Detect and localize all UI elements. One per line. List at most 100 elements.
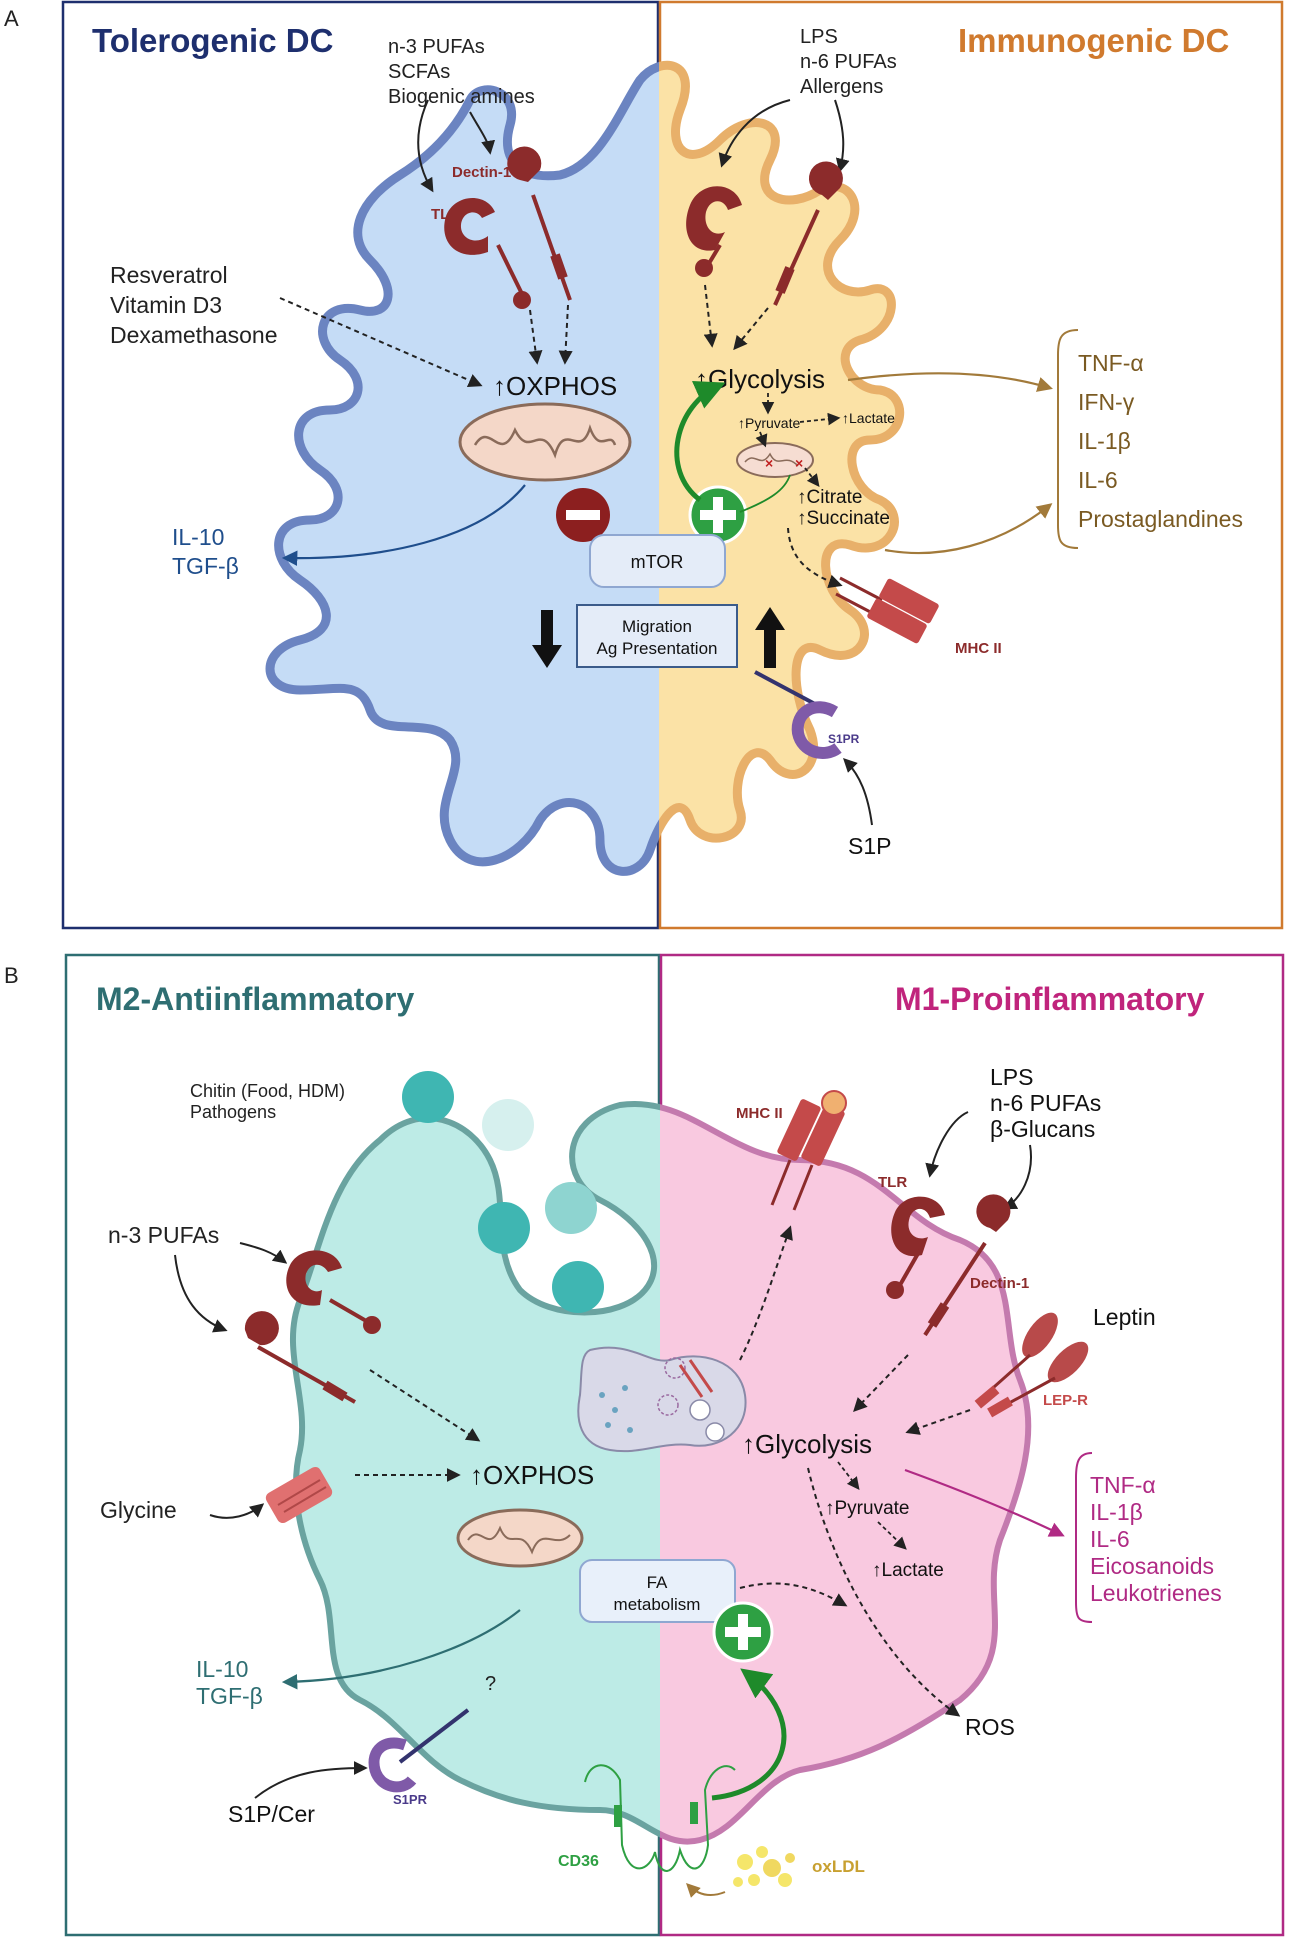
glycolysis-label-b: ↑Glycolysis	[742, 1429, 872, 1459]
panel-a-letter: A	[4, 6, 19, 31]
m2-title: M2-Antiinflammatory	[96, 981, 414, 1017]
arrow-succinate-mhc	[787, 527, 843, 589]
il10-label-a: IL-10	[172, 524, 224, 550]
output-tnfa-b: TNF-α	[1090, 1472, 1156, 1498]
lactate-label-a: ↑Lactate	[842, 410, 895, 426]
mtor-box	[589, 534, 726, 588]
oxphos-label-a: ↑OXPHOS	[493, 371, 617, 401]
arrow-dectin-oxphos-left	[558, 304, 573, 365]
particle-3	[478, 1202, 530, 1254]
citrate-label: ↑Citrate	[797, 487, 862, 508]
plus-icon-b	[712, 1601, 774, 1663]
arrow-lepr-glycolysis	[905, 1409, 971, 1435]
arrow-pyruvate-lactate-a	[799, 412, 841, 426]
oxldl-particles	[733, 1846, 795, 1887]
leptin-label: Leptin	[1093, 1304, 1156, 1330]
particles	[402, 1071, 604, 1313]
oxphos-label-b: ↑OXPHOS	[470, 1460, 594, 1490]
arrow-n3-dectin-b	[174, 1254, 228, 1333]
arrow-glycolysis-cytokines	[847, 372, 1053, 392]
mitochondrion-right: × ×	[736, 442, 814, 478]
arrow-oxldl-cd36	[686, 1883, 726, 1898]
right-outputs-b: TNF-α IL-1β IL-6 Eicosanoids Leukotriene…	[1090, 1472, 1222, 1606]
block-mark-2: ×	[795, 455, 803, 471]
arrow-fa-glycolysis	[739, 1582, 848, 1607]
output-eicosanoids: Eicosanoids	[1090, 1553, 1214, 1579]
output-ifng-a: IFN-γ	[1078, 389, 1135, 415]
drug-dexamethasone: Dexamethasone	[110, 322, 278, 348]
output-il1b-b: IL-1β	[1090, 1499, 1143, 1525]
arrow-il10-left-a	[281, 484, 526, 566]
stimulus-lps: LPS	[800, 26, 838, 48]
output-prostaglandines: Prostaglandines	[1078, 506, 1243, 532]
arrow-left-stimuli-dectin	[469, 111, 496, 155]
mhc2-label-b: MHC II	[736, 1105, 783, 1122]
arrow-left-stimuli-tlr	[417, 99, 434, 193]
bracket-right-outputs-a	[1057, 329, 1079, 549]
question-label: ?	[485, 1673, 496, 1695]
up-arrow-icon	[755, 607, 785, 668]
m1-stimulus-n6: n-6 PUFAs	[990, 1090, 1101, 1116]
mitochondrion-m2	[456, 1508, 584, 1568]
mitochondrion-left	[458, 402, 632, 482]
s1p-label: S1P	[848, 833, 891, 859]
minus-icon	[556, 488, 610, 542]
n3-label-b: n-3 PUFAs	[108, 1222, 219, 1248]
s1pr-label-a: S1PR	[828, 732, 860, 746]
fa-metabolism-box	[579, 1559, 736, 1623]
dectin1-receptor-m2	[244, 1311, 356, 1404]
arrow-succinate-cytokines	[884, 503, 1053, 555]
tlr-label-b: TLR	[878, 1174, 907, 1191]
stimulus-n3: n-3 PUFAs	[388, 36, 485, 58]
tlr-receptor-left	[444, 198, 531, 309]
pyruvate-label-b: ↑Pyruvate	[825, 1498, 909, 1519]
arrow-receptors-oxphos-b	[369, 1369, 481, 1442]
mhc2-label-a: MHC II	[955, 640, 1002, 657]
tolerogenic-title: Tolerogenic DC	[92, 22, 333, 59]
drug-list: Resveratrol Vitamin D3 Dexamethasone	[110, 262, 278, 348]
green-arrow-cd36-fa	[711, 1668, 787, 1801]
mhc2-receptor-a	[835, 576, 939, 644]
immunogenic-title: Immunogenic DC	[958, 22, 1229, 59]
fa-label: FA	[647, 1573, 668, 1592]
particle-4	[545, 1182, 597, 1234]
arrow-tlr-glycolysis	[703, 284, 718, 348]
arrow-right-stimuli-tlr	[718, 99, 791, 168]
left-stimuli: n-3 PUFAs SCFAs Biogenic amines	[388, 36, 535, 108]
dectin1-receptor-right	[773, 161, 843, 306]
arrow-glycolysis-ros	[807, 1467, 961, 1717]
arrow-n3-tlr-b	[239, 1242, 288, 1264]
output-il1b-a: IL-1β	[1078, 428, 1131, 454]
chitin-label: Chitin (Food, HDM)	[190, 1081, 345, 1101]
pyruvate-label-a: ↑Pyruvate	[738, 415, 800, 431]
green-arrow-mtor-glycolysis	[674, 381, 726, 502]
right-outputs-a: TNF-α IFN-γ IL-1β IL-6 Prostaglandines	[1078, 350, 1243, 532]
m1-stimulus-glucans: β-Glucans	[990, 1116, 1095, 1142]
m1-title: M1-Proinflammatory	[895, 981, 1205, 1017]
arrow-drugs-oxphos	[279, 297, 483, 387]
dectin1-receptor-m1	[923, 1194, 1011, 1337]
arrow-glycolysis-cytokines-b	[904, 1468, 1065, 1537]
arrow-s1p-s1pr	[843, 758, 873, 826]
glycine-label: Glycine	[100, 1497, 177, 1523]
arrow-m1-stimuli-dectin	[1002, 1144, 1032, 1210]
drug-resveratrol: Resveratrol	[110, 262, 228, 288]
stimulus-allergens: Allergens	[800, 76, 883, 98]
migration-label: Migration	[622, 617, 692, 636]
arrow-s1pcer-s1pr	[254, 1761, 368, 1799]
oxldl-label: oxLDL	[812, 1857, 865, 1876]
bracket-right-outputs-b	[1075, 1452, 1093, 1623]
migration-box	[576, 604, 738, 668]
drug-vitd3: Vitamin D3	[110, 292, 222, 318]
succinate-label: ↑Succinate	[797, 508, 890, 529]
particle-1	[402, 1071, 454, 1123]
stimulus-scfa: SCFAs	[388, 61, 450, 83]
metabolism-label: metabolism	[614, 1595, 701, 1614]
tlr-receptor-m2	[286, 1250, 381, 1334]
lepr-label: LEP-R	[1043, 1392, 1088, 1409]
block-mark-1: ×	[765, 455, 773, 471]
down-arrow-icon	[532, 610, 562, 668]
m1-stimuli: LPS n-6 PUFAs β-Glucans	[990, 1064, 1101, 1142]
dectin1-label-b: Dectin-1	[970, 1275, 1029, 1292]
right-stimuli: LPS n-6 PUFAs Allergens	[800, 26, 897, 98]
